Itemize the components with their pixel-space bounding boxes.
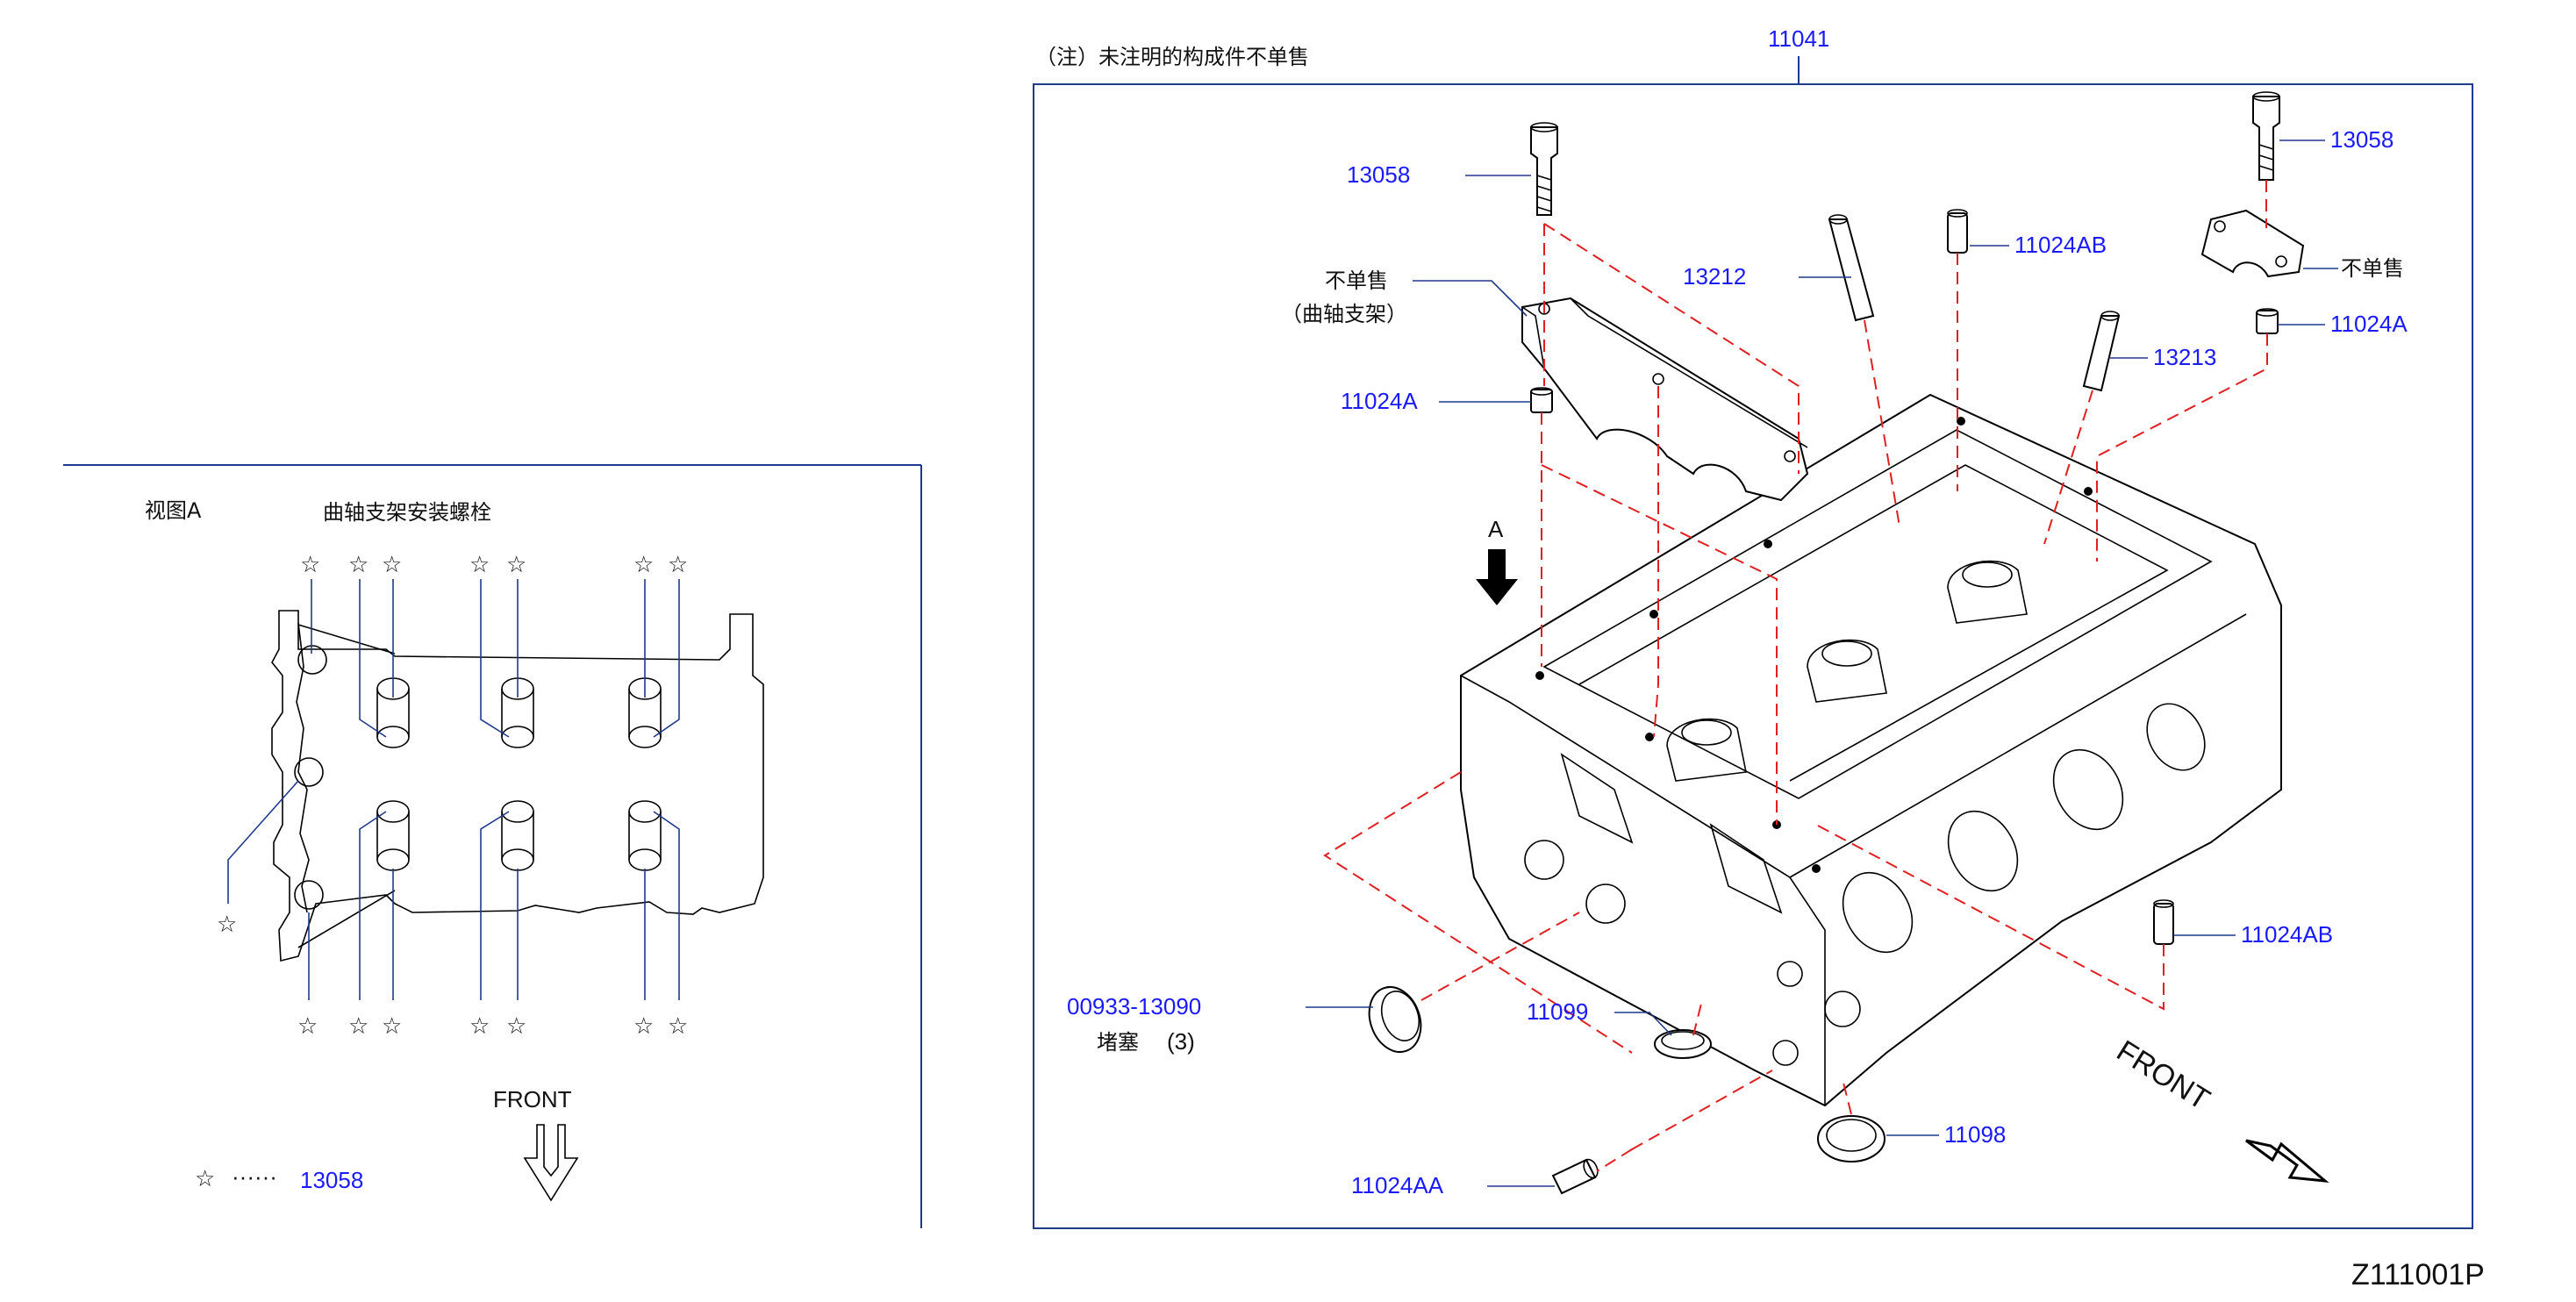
view-a-boss-1	[297, 645, 327, 675]
leader-lines	[1306, 140, 2338, 1187]
view-a-head-inner	[296, 622, 310, 913]
star-icon: ☆	[469, 1012, 490, 1039]
star-icon: ☆	[382, 1012, 402, 1039]
star-icon: ☆	[668, 551, 688, 577]
label-plug-name: 堵塞	[1097, 1030, 1139, 1055]
dowel-11024A-left	[1530, 387, 1553, 413]
assembly-frame	[1033, 83, 2473, 1229]
view-a-boss-3	[294, 880, 324, 910]
label-dowel-11024A-right: 11024A	[2330, 311, 2408, 337]
star-icon: ☆	[633, 1012, 654, 1039]
star-icon: ☆	[469, 551, 490, 577]
label-guide-13212: 13212	[1683, 263, 1746, 290]
view-a-boss-2	[294, 757, 324, 787]
star-icon: ☆	[506, 551, 526, 577]
legend-dots: ······	[232, 1163, 277, 1190]
label-dowel-11024AB-top: 11024AB	[2014, 232, 2107, 258]
label-not-sold-right: 不单售	[2341, 256, 2404, 281]
label-plug-qty: (3)	[1167, 1028, 1195, 1055]
label-not-sold-left: 不单售	[1325, 268, 1388, 293]
dowel-11024AB-right	[2153, 899, 2174, 945]
assembly-dash-lines	[1323, 180, 2268, 1172]
view-a-label: 视图A	[145, 498, 202, 523]
label-bracket-name: （曲轴支架）	[1281, 302, 1407, 326]
seal-11099	[1654, 1029, 1712, 1059]
bolt-13058-left	[1530, 122, 1558, 216]
guide-13212	[1828, 214, 1875, 322]
view-a-bolts-bottom	[376, 800, 662, 871]
front-label: FRONT	[2111, 1034, 2215, 1117]
down-arrow-icon	[1476, 549, 1518, 605]
star-icon: ☆	[297, 1012, 318, 1039]
star-icon: ☆	[506, 1012, 526, 1039]
label-guide-13213: 13213	[2153, 344, 2216, 370]
dowel-11024AA	[1551, 1158, 1599, 1195]
crankshaft-bracket-right	[2200, 209, 2305, 278]
diagram-code: Z111001P	[2351, 1258, 2485, 1291]
star-icon: ☆	[217, 911, 237, 937]
cylinder-head	[1460, 393, 2282, 1107]
guide-13213	[2082, 311, 2121, 392]
label-dowel-11024AB-right: 11024AB	[2241, 921, 2333, 948]
dowel-11024AB-top	[1947, 209, 1968, 254]
view-arrow-label: A	[1488, 516, 1504, 542]
legend-part-number: 13058	[300, 1167, 363, 1193]
star-icon: ☆	[348, 551, 369, 577]
star-icon: ☆	[300, 551, 320, 577]
view-a-title: 曲轴支架安装螺栓	[323, 500, 491, 525]
front-arrow-icon	[2245, 1139, 2329, 1183]
label-plug-number: 00933-13090	[1067, 993, 1201, 1019]
view-a-stars: ☆ ☆ ☆ ☆ ☆ ☆ ☆ ☆ ☆ ☆ ☆ ☆ ☆ ☆ ☆	[217, 551, 688, 1039]
seal-11098	[1817, 1115, 1885, 1162]
plug-00933-13090	[1368, 986, 1422, 1053]
view-a-crankshaft-line	[297, 624, 396, 948]
part-labels: 13058 13058 不单售 （曲轴支架） 不单售 13212 11024AB…	[1067, 126, 2408, 1198]
label-bolt-13058-right: 13058	[2330, 126, 2394, 153]
down-arrow-icon	[523, 1124, 579, 1202]
crankshaft-bracket-left	[1521, 297, 1809, 502]
label-seal-11098: 11098	[1944, 1121, 2006, 1148]
star-icon: ☆	[348, 1012, 369, 1039]
view-a-panel: 视图A 曲轴支架安装螺栓	[63, 464, 922, 1228]
label-bolt-13058-left: 13058	[1347, 161, 1410, 188]
main-panel: （注）未注明的构成件不单售 11041	[1033, 25, 2485, 1291]
label-dowel-11024AA: 11024AA	[1351, 1172, 1444, 1198]
star-icon: ☆	[633, 551, 654, 577]
star-icon: ☆	[668, 1012, 688, 1039]
bolt-13058-right	[2252, 91, 2280, 181]
legend-star: ☆	[195, 1165, 215, 1191]
view-a-bolts-top	[376, 677, 662, 748]
star-icon: ☆	[382, 551, 402, 577]
dowel-11024A-right	[2256, 308, 2279, 334]
note-text: （注）未注明的构成件不单售	[1035, 45, 1309, 69]
view-a-leaders	[227, 579, 680, 1000]
assembly-number: 11041	[1768, 25, 1829, 52]
view-a-front-label: FRONT	[493, 1086, 572, 1112]
label-seal-11099: 11099	[1527, 998, 1588, 1025]
label-dowel-11024A-left: 11024A	[1341, 388, 1418, 414]
